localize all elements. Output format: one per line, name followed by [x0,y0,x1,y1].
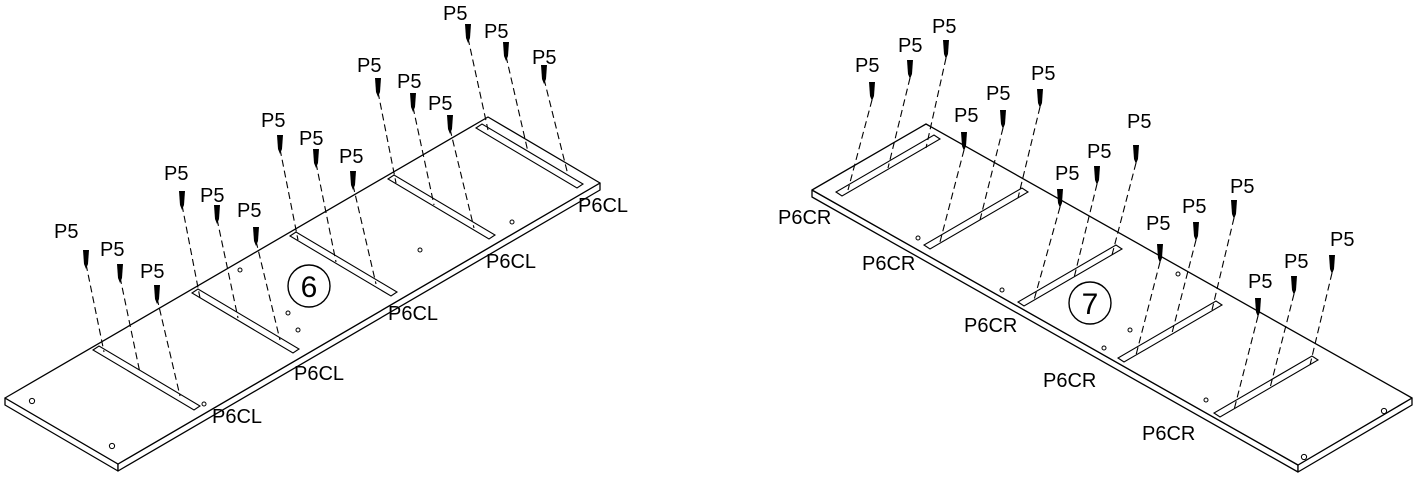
screw-p5 [961,132,967,151]
panel-step-6: 6 P5 P5 P5 P5 P5 P5 P5 P5 P5 P5 P5 P5 P5… [4,3,628,472]
screw-p5 [313,149,319,168]
bracket-p6cl [91,345,202,411]
screw-p5 [1000,110,1006,129]
screw-label: P5 [100,239,124,261]
screw-label: P5 [932,16,956,38]
screw-label: P5 [339,146,363,168]
screw-label: P5 [1087,141,1111,163]
bracket-label: P6CL [578,195,628,217]
bracket-label: P6CL [294,363,344,385]
screw-p5 [907,60,913,79]
screw-label: P5 [532,47,556,69]
board [811,123,1413,473]
screw-label: P5 [54,221,78,243]
screw-p5 [1291,276,1297,295]
bracket-p6cr [834,134,942,197]
screw-label: P5 [164,163,188,185]
bracket-label: P6CL [212,406,262,428]
screw-p5 [447,115,453,134]
screw-label: P5 [484,21,508,43]
screw-label: P5 [237,200,261,222]
screw-label: P5 [1248,271,1272,293]
step-circle [1068,281,1112,325]
screw-label: P5 [1330,229,1354,251]
screw-label: P5 [1230,176,1254,198]
step-number: 7 [1082,288,1099,321]
screw-p5 [503,42,509,61]
screw-p5 [465,24,471,43]
screw-p5 [277,135,283,154]
screw-label: P5 [954,105,978,127]
screw-p5 [1133,145,1139,164]
screws [83,24,547,304]
screw-label: P5 [140,261,164,283]
screw-label: P5 [898,35,922,57]
screw-p5 [869,82,875,101]
bracket-label: P6CL [486,251,536,273]
screw-label: P5 [855,55,879,77]
bracket-label: P6CR [1043,370,1096,392]
step-circle [287,264,331,308]
screw-p5 [117,264,123,283]
screw-p5 [541,65,547,84]
screw-p5 [1094,166,1100,185]
screw-p5 [1329,255,1335,274]
guide-lines [85,37,569,397]
screw-p5 [1193,222,1199,241]
screw-label: P5 [1031,63,1055,85]
bracket-label: P6CR [862,253,915,275]
screw-label: P5 [1182,196,1206,218]
screw-p5 [179,191,185,210]
screw-p5 [1231,200,1237,219]
screw-label: P5 [299,128,323,150]
bracket-p6cr [1016,244,1124,307]
rails [834,134,1320,418]
screw-label: P5 [443,3,467,25]
screw-label: P5 [1284,251,1308,273]
screw-p5 [214,205,220,224]
bracket-p6cl [386,174,497,240]
screw-p5 [83,250,89,269]
bracket-label: P6CR [1142,423,1195,445]
screw-label: P5 [397,71,421,93]
screw-p5 [375,78,381,97]
bracket-p6cl [190,288,301,354]
rails [91,123,585,411]
bracket-p6cl [474,123,585,189]
screw-label: P5 [1127,111,1151,133]
step-number: 6 [301,271,318,304]
guide-lines [847,57,1333,411]
screw-label: P5 [357,55,381,77]
screw-p5 [1157,244,1163,263]
screw-label: P5 [261,110,285,132]
screw-p5 [1037,89,1043,108]
screw-label: P5 [986,83,1010,105]
bracket-label: P6CL [388,303,438,325]
screw-label: P5 [1055,163,1079,185]
screw-p5 [1255,298,1261,317]
screw-label: P5 [428,93,452,115]
screw-label: P5 [1146,213,1170,235]
bracket-label: P6CR [778,207,831,229]
bracket-p6cl [288,231,399,297]
screw-p5 [253,227,259,246]
bracket-p6cr [1116,300,1224,363]
screw-p5 [943,40,949,59]
screw-p5 [350,171,356,190]
bracket-p6cr [1212,355,1320,418]
panel-step-7: 7 P5 P5 P5 P5 P5 P5 P5 P5 P5 P5 P5 P5 P5… [778,16,1413,473]
bracket-p6cr [922,187,1030,250]
screws [869,40,1335,317]
screw-p5 [154,285,160,304]
bracket-label: P6CR [964,315,1017,337]
screw-p5 [1057,189,1063,208]
screw-label: P5 [200,185,224,207]
screw-p5 [410,93,416,112]
